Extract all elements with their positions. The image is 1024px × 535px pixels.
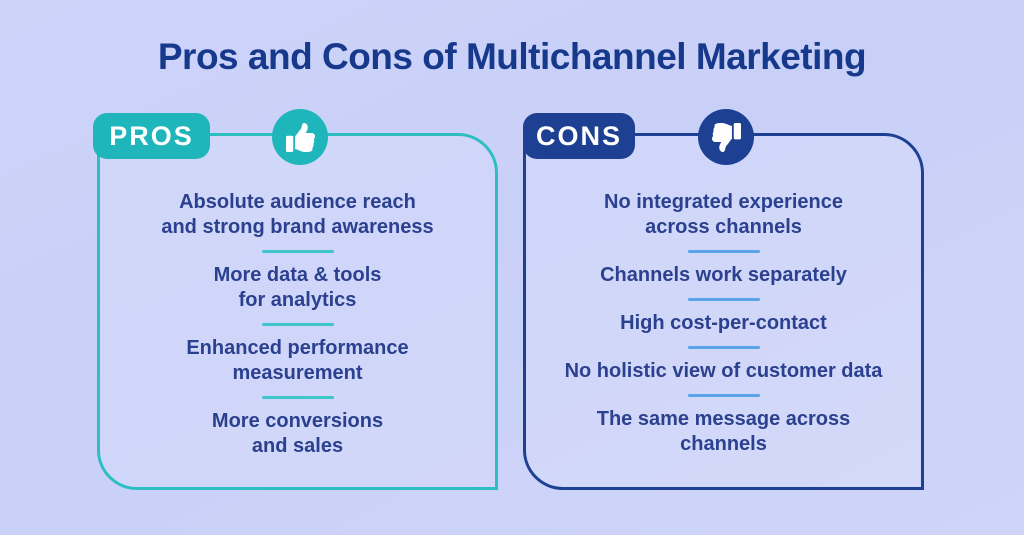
item-divider — [261, 323, 334, 326]
list-item: Channels work separately — [600, 264, 847, 286]
list-item: Enhanced performance measurement — [186, 337, 409, 384]
list-item: No integrated experience across channels — [604, 191, 843, 238]
item-divider — [687, 250, 760, 253]
item-divider — [261, 250, 334, 253]
list-item: More conversions and sales — [211, 410, 384, 457]
list-item: High cost-per-contact — [620, 312, 827, 334]
cons-panel — [523, 133, 924, 490]
cons-tab-label: CONS — [523, 113, 635, 159]
thumbs-down-icon — [711, 122, 741, 152]
cons-icon-badge — [698, 109, 754, 165]
thumbs-up-icon — [285, 122, 315, 152]
pros-icon-badge — [272, 109, 328, 165]
list-item: More data & tools for analytics — [213, 264, 382, 311]
pros-list: Absolute audience reach and strong brand… — [97, 190, 498, 459]
pros-tab-label: PROS — [93, 113, 210, 159]
item-divider — [261, 396, 334, 399]
page-title: Pros and Cons of Multichannel Marketing — [157, 36, 867, 77]
list-item: Absolute audience reach and strong brand… — [161, 191, 434, 238]
item-divider — [687, 346, 760, 349]
list-item: No holistic view of customer data — [564, 360, 883, 382]
pros-panel — [97, 133, 498, 490]
item-divider — [687, 298, 760, 301]
item-divider — [687, 394, 760, 397]
list-item: The same message across channels — [596, 408, 851, 455]
cons-list: No integrated experience across channels… — [523, 190, 924, 457]
